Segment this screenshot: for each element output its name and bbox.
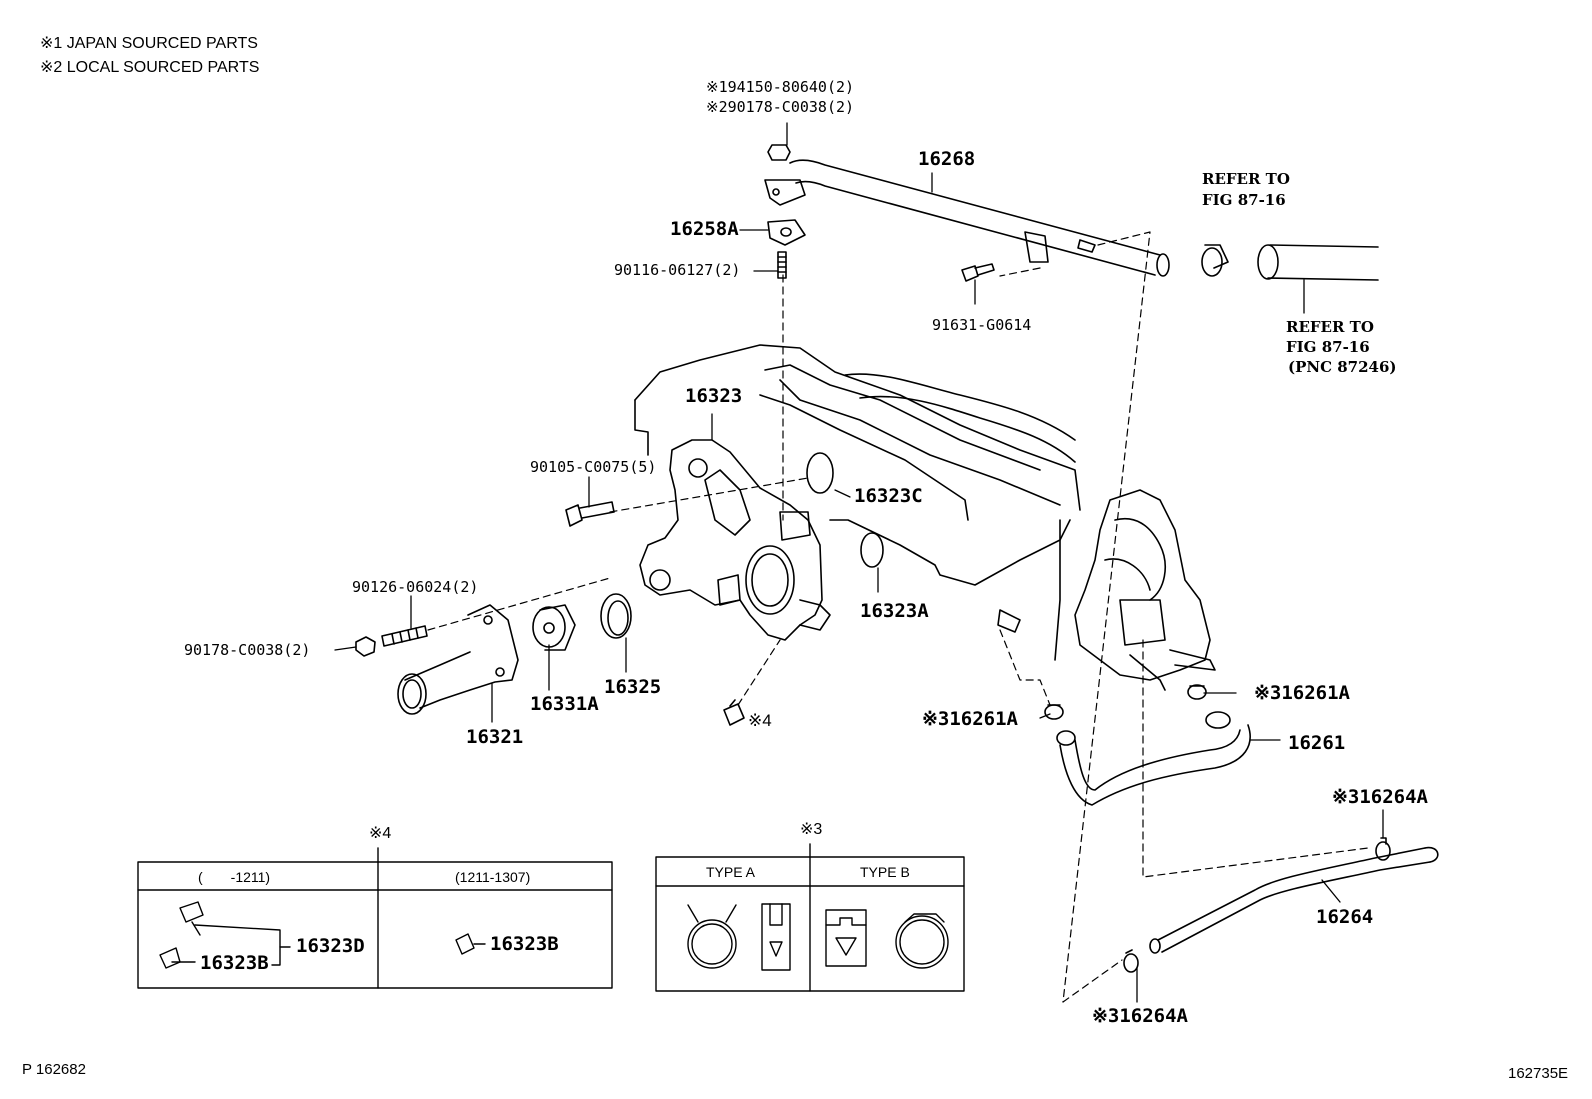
part-label-16268[interactable]: 16268 bbox=[918, 148, 976, 170]
table-x3-marker: ※3 bbox=[800, 821, 823, 838]
o-ring-16323A-icon bbox=[860, 532, 884, 568]
hose-16264 bbox=[1149, 846, 1439, 954]
nut-90178-icon bbox=[355, 636, 376, 657]
table-x3 bbox=[655, 843, 965, 992]
part-label-90126[interactable]: 90126-06024(2) bbox=[352, 578, 479, 596]
o-ring-16323C-icon bbox=[806, 452, 834, 494]
part-label-16264[interactable]: 16264 bbox=[1316, 906, 1374, 928]
thermostat-16331A-icon bbox=[532, 604, 576, 651]
part-label-16331A[interactable]: 16331A bbox=[530, 693, 599, 715]
part-label-16264A-top[interactable]: ※316264A bbox=[1332, 786, 1428, 808]
engine-block bbox=[634, 344, 1081, 661]
part-label-16323B-left[interactable]: 16323B bbox=[200, 952, 269, 974]
throttle-assembly bbox=[1074, 489, 1216, 691]
part-label-16261[interactable]: 16261 bbox=[1288, 732, 1346, 754]
footer-page-ref: P 162682 bbox=[22, 1061, 86, 1078]
part-label-16258A[interactable]: 16258A bbox=[670, 218, 739, 240]
part-label-16323[interactable]: 16323 bbox=[685, 385, 743, 407]
part-label-16323B-right[interactable]: 16323B bbox=[490, 933, 559, 955]
part-label-290178[interactable]: ※290178-C0038(2) bbox=[706, 98, 855, 116]
part-label-16261A-right[interactable]: ※316261A bbox=[1254, 682, 1350, 704]
table-x4-col1-header: ( -1211) bbox=[198, 869, 271, 885]
stud-90126-icon bbox=[381, 625, 428, 647]
bolt-90105-icon bbox=[565, 501, 615, 527]
gasket-16258A-icon bbox=[767, 219, 806, 246]
part-label-16323D[interactable]: 16323D bbox=[296, 935, 365, 957]
part-label-194150[interactable]: ※194150-80640(2) bbox=[706, 78, 855, 96]
stud-icon bbox=[777, 251, 787, 279]
water-inlet-housing-16323 bbox=[639, 439, 831, 641]
part-label-90116[interactable]: 90116-06127(2) bbox=[614, 261, 741, 279]
table-x4-col2-header: (1211-1307) bbox=[455, 869, 531, 885]
part-label-91631[interactable]: 91631-G0614 bbox=[932, 316, 1032, 334]
refer-label-2a: REFER TO bbox=[1286, 318, 1374, 336]
clamp-16261A-left-icon bbox=[1044, 704, 1064, 720]
part-label-16323A[interactable]: 16323A bbox=[860, 600, 929, 622]
hose-clamp-ref-icon bbox=[1201, 244, 1379, 281]
part-label-16323C[interactable]: 16323C bbox=[854, 485, 923, 507]
note-local-sourced: ※2 LOCAL SOURCED PARTS bbox=[40, 59, 260, 76]
nut-icon bbox=[767, 144, 791, 161]
part-label-16261A-left[interactable]: ※316261A bbox=[922, 708, 1018, 730]
refer-label-1a: REFER TO bbox=[1202, 170, 1290, 188]
refer-label-2b[interactable]: FIG 87-16 bbox=[1286, 338, 1370, 356]
bypass-pipe-16268 bbox=[764, 159, 1170, 277]
hose-16261 bbox=[1056, 711, 1251, 806]
table-x4 bbox=[137, 847, 613, 989]
table-x4-marker: ※4 bbox=[369, 825, 392, 842]
refer-label-1b[interactable]: FIG 87-16 bbox=[1202, 191, 1286, 209]
table-x3-type-a: TYPE A bbox=[706, 864, 756, 880]
bolt-91631-icon bbox=[961, 263, 995, 282]
clamp-16261A-right-icon bbox=[1187, 684, 1207, 700]
clamp-16264A-bottom-icon bbox=[1123, 949, 1139, 973]
table-x3-type-b: TYPE B bbox=[860, 864, 910, 880]
note-japan-sourced: ※1 JAPAN SOURCED PARTS bbox=[40, 35, 258, 52]
part-label-16264A-bottom[interactable]: ※316264A bbox=[1092, 1005, 1188, 1027]
refer-label-2c: (PNC 87246) bbox=[1288, 358, 1397, 376]
gasket-16325-icon bbox=[600, 593, 632, 639]
label-leaders bbox=[334, 122, 1384, 1003]
part-label-16325[interactable]: 16325 bbox=[604, 676, 662, 698]
part-label-90105[interactable]: 90105-C0075(5) bbox=[530, 458, 657, 476]
part-label-16321[interactable]: 16321 bbox=[466, 726, 524, 748]
drain-plug-icon bbox=[723, 699, 745, 726]
footer-figure-id: 162735E bbox=[1508, 1065, 1569, 1082]
part-label-90178[interactable]: 90178-C0038(2) bbox=[184, 641, 311, 659]
water-outlet-16321 bbox=[397, 604, 519, 715]
part-label-x4[interactable]: ※4 bbox=[748, 711, 772, 730]
